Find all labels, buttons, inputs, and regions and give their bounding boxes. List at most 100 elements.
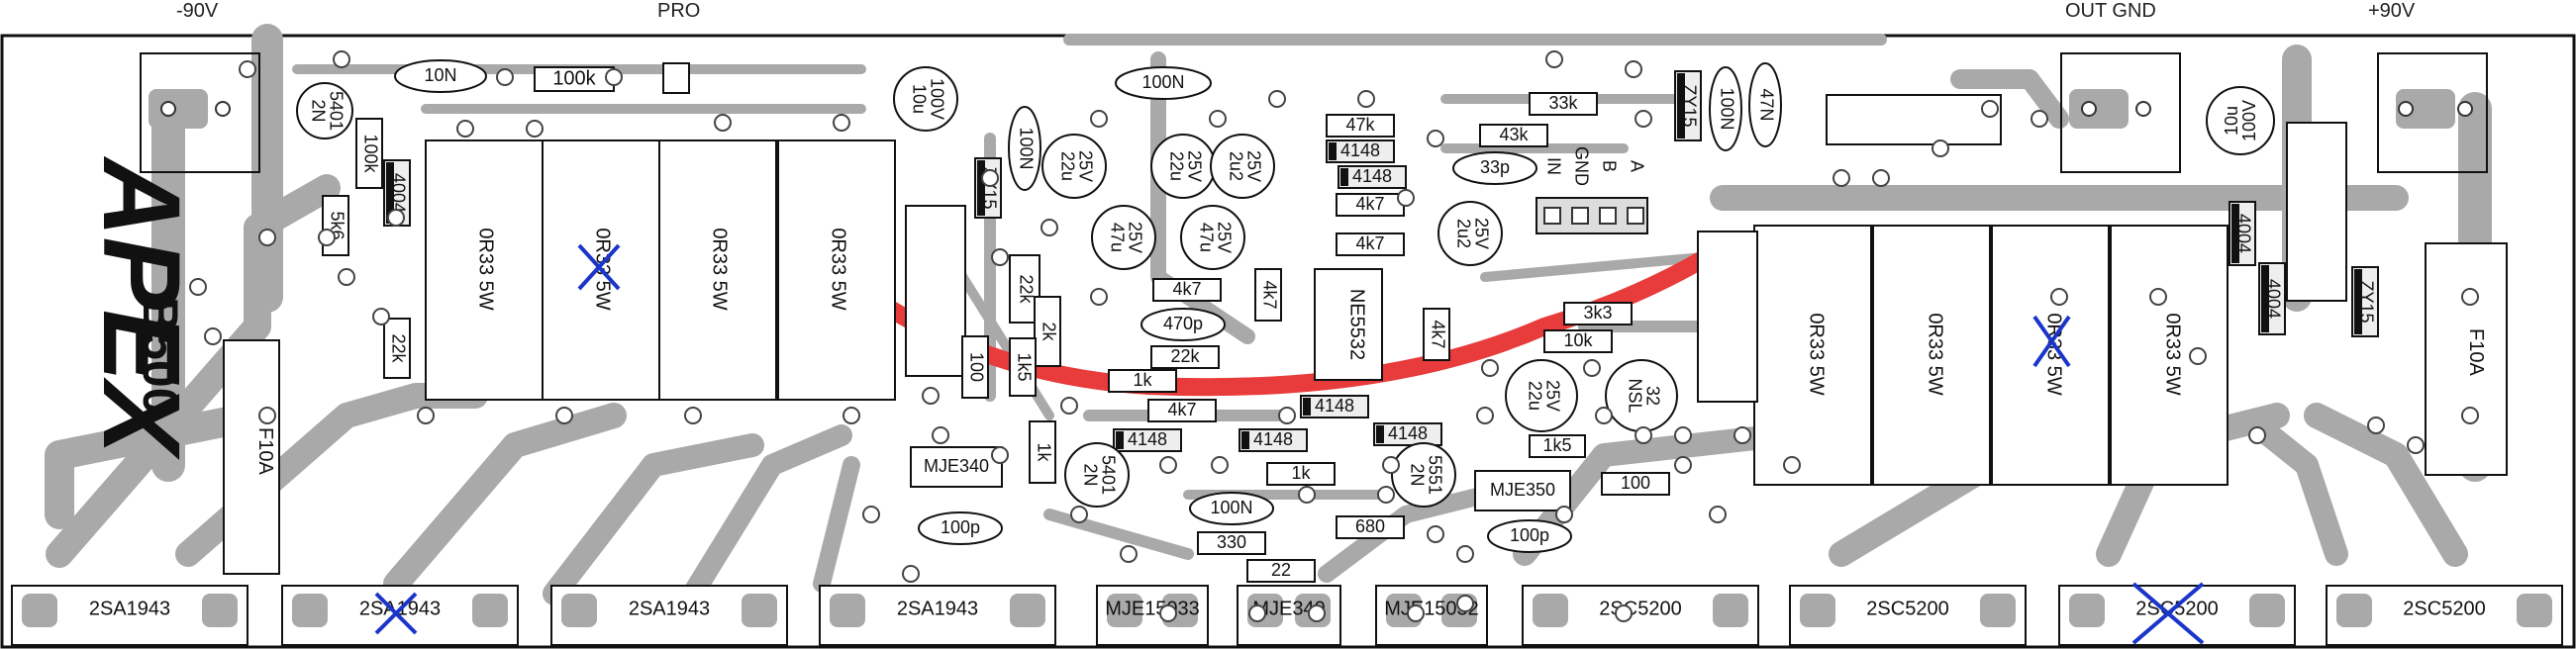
- component-label: 22u: [1057, 151, 1077, 181]
- power-resistor: 0R33 5W: [425, 139, 544, 401]
- svg-text:APEX: APEX: [80, 155, 202, 460]
- component-label: 25V: [1075, 150, 1095, 182]
- ceramic-capacitor: 100p: [918, 511, 1003, 545]
- transistor-footprint: 2SA1943: [819, 585, 1056, 646]
- power-resistor: [1697, 231, 1758, 403]
- fuse-left: [223, 339, 280, 575]
- component-label: 33k: [1548, 93, 1578, 113]
- transistor-footprint: MJE15032: [1375, 585, 1488, 646]
- component-label: 5551: [1425, 455, 1444, 495]
- resistor: 100: [1601, 472, 1670, 496]
- component-label: ZY15: [2356, 280, 2376, 323]
- model-label: B500: [133, 297, 188, 416]
- component-label: 4k7: [1167, 400, 1196, 419]
- component-label: ZY15: [1679, 84, 1699, 127]
- film-capacitor: 100N: [1189, 492, 1274, 525]
- component-label: 25V: [1542, 380, 1562, 412]
- terminal-label-out-gnd: OUT GND: [2065, 0, 2156, 22]
- component-label: 2N: [1407, 463, 1427, 486]
- resistor: 4k7: [1152, 278, 1222, 302]
- resistor: 4k7: [1147, 399, 1217, 422]
- component-label: 330: [1217, 532, 1246, 552]
- component-label: 2N: [308, 99, 328, 122]
- terminal-label-neg90: -90V: [176, 0, 219, 22]
- resistor: 43k: [1479, 124, 1548, 147]
- resistor: 5k6: [322, 195, 349, 256]
- power-resistor-label: 0R33 5W: [2162, 313, 2184, 395]
- component-label: 1k: [1291, 463, 1311, 483]
- component-label: 3k3: [1583, 303, 1612, 323]
- component-label: MJE350: [1490, 480, 1555, 500]
- component-label: 4148: [1352, 166, 1392, 186]
- transistor-label: 2SC5200: [2403, 598, 2485, 619]
- transistor-to126: MJE350: [1474, 470, 1571, 511]
- component-label: 22k: [388, 333, 408, 363]
- component-label: 32: [1642, 386, 1662, 406]
- power-resistor: 0R33 5W: [1872, 225, 1991, 486]
- power-resistor: 0R33 5W: [658, 139, 777, 401]
- transistor-label: 2SC5200: [1599, 598, 1681, 619]
- film-capacitor: 10N: [394, 59, 487, 93]
- power-resistor: 0R33 5W: [1753, 225, 1872, 486]
- resistor: 1k5: [1529, 434, 1586, 458]
- component-label: 25V: [1243, 150, 1263, 182]
- component-label: 47u: [1107, 223, 1127, 252]
- component-label: 100p: [941, 517, 980, 537]
- transistor-footprint: MJE15033: [1096, 585, 1209, 646]
- component-label: 1k5: [1014, 352, 1034, 381]
- transistor-label: MJE15033: [1105, 598, 1200, 619]
- resistor: 33k: [1529, 92, 1598, 116]
- power-resistor-label: 0R33 5W: [1925, 313, 1946, 395]
- resistor: 1k: [1029, 420, 1056, 484]
- resistor: 22k: [1150, 345, 1220, 369]
- zener-diode: ZY15: [1674, 70, 1702, 141]
- terminal-blocks: [140, 52, 2488, 173]
- transistor-footprint: 2SC5200: [1789, 585, 2027, 646]
- solder-pads: [189, 50, 2479, 622]
- component-label: 5401: [1098, 455, 1118, 495]
- component-label: MJE340: [924, 456, 989, 476]
- resistor: 47k: [1326, 114, 1395, 138]
- transistor-to126: MJE340: [910, 446, 1003, 488]
- component-label: 4k7: [1428, 320, 1447, 348]
- ceramic-capacitor: 100p: [1487, 519, 1572, 553]
- component-label: 5401: [326, 91, 346, 131]
- component-label: 100: [1621, 473, 1650, 493]
- component-label: 4k7: [1355, 194, 1384, 214]
- transistor-footprint: 2SC5200: [2058, 585, 2296, 646]
- component-label: 680: [1355, 516, 1385, 536]
- transistor-label: 2SC5200: [2135, 598, 2218, 619]
- diode: 4004: [2258, 262, 2286, 335]
- component-label: 47u: [1196, 223, 1216, 252]
- component-label: 22k: [1170, 346, 1200, 366]
- resistor: 100k: [534, 66, 615, 92]
- component-label: 25V: [1214, 222, 1234, 253]
- component-label: 2N: [1080, 463, 1100, 486]
- resistor: 10k: [1543, 329, 1613, 353]
- header-pin-label: A: [1627, 160, 1646, 172]
- component-label: 47k: [1345, 115, 1375, 135]
- transistor-label: 2SA1943: [897, 598, 978, 619]
- diode: 4148: [1238, 428, 1308, 452]
- component-label: 4004: [388, 173, 408, 213]
- power-resistor: 0R33 5W: [2110, 225, 2229, 486]
- component-label: 1k5: [1542, 435, 1571, 455]
- diode: 4148: [1113, 428, 1182, 452]
- transistor-footprint: 2SC5200: [1522, 585, 1759, 646]
- resistor: 4k7: [1336, 193, 1405, 217]
- pad-square: [662, 62, 690, 94]
- header-pin-label: B: [1599, 160, 1619, 172]
- resistor: 1k: [1266, 462, 1336, 486]
- power-resistor-label: 0R33 5W: [828, 228, 849, 310]
- ceramic-capacitor: 33p: [1452, 151, 1537, 185]
- header-pin-label: GND: [1571, 146, 1591, 186]
- terminal-label-pos90: +90V: [2368, 0, 2416, 22]
- component-label: 22k: [1016, 274, 1036, 304]
